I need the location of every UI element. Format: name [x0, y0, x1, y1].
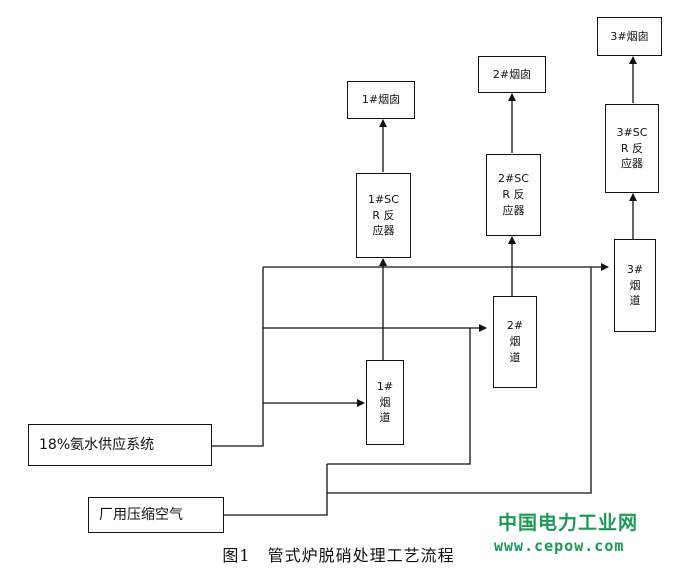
scr-reactor-2-box: 2#SC R 反 应器	[486, 154, 541, 236]
scr-reactor-3-box: 3#SC R 反 应器	[605, 104, 659, 193]
chimney-3-box: 3#烟囱	[597, 17, 662, 56]
chimney-1-box: 1#烟囱	[347, 81, 415, 119]
flue-duct-2-box: 2# 烟 道	[493, 296, 537, 388]
scr-reactor-1-box: 1#SC R 反 应器	[356, 173, 411, 258]
ammonia-supply-box: 18%氨水供应系统	[28, 424, 212, 466]
compressed-air-box: 厂用压缩空气	[88, 497, 224, 533]
flue-duct-3-box: 3# 烟 道	[614, 239, 656, 332]
chimney-2-box: 2#烟囱	[478, 56, 546, 93]
watermark-url: www.cepow.com	[494, 537, 625, 555]
watermark-site-name: 中国电力工业网	[498, 512, 639, 534]
air-branch-duct3-line	[327, 267, 592, 494]
air-main-line	[224, 493, 328, 516]
ammonia-main-line	[212, 267, 264, 447]
air-branch-duct2-line	[327, 328, 471, 465]
figure-caption: 图1 管式炉脱硝处理工艺流程	[222, 546, 455, 565]
flue-duct-1-box: 1# 烟 道	[366, 360, 404, 445]
